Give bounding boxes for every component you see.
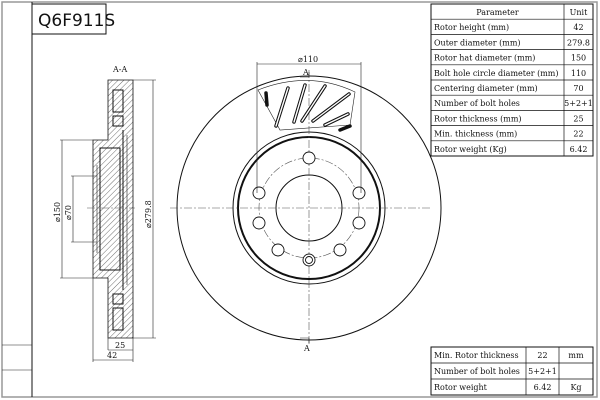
table-border <box>430 346 594 396</box>
spec-param: Centering diameter (mm) <box>434 84 538 93</box>
spec-param: Outer diameter (mm) <box>434 38 521 47</box>
spec-param: Rotor thickness (mm) <box>434 114 522 123</box>
section-view: A-A ⌀150 ⌀70 ⌀279.8 25 42 <box>53 65 156 362</box>
cut-label-top: A <box>302 68 309 77</box>
bolt-circle-dim: ⌀110 <box>298 55 318 64</box>
spec-param: Rotor hat diameter (mm) <box>434 54 535 63</box>
cut-arrow-top <box>300 72 310 78</box>
vent-channel <box>112 307 124 331</box>
spec-value: 279.8 <box>567 38 590 47</box>
vent-slot-interiors <box>275 84 350 127</box>
summary-value: 6.42 <box>534 383 552 392</box>
header-unit: Unit <box>570 8 588 17</box>
height-dim: 42 <box>107 351 117 360</box>
bolt-hole <box>271 243 285 257</box>
bolt-hole <box>333 243 347 257</box>
spec-param: Min. thickness (mm) <box>434 130 517 139</box>
vent-cutaway <box>257 80 356 131</box>
spec-param: Bolt hole circle diameter (mm) <box>434 69 559 78</box>
hat-diameter-dim: ⌀150 <box>53 202 62 222</box>
center-diameter-dim: ⌀70 <box>64 205 73 220</box>
summary-param: Number of bolt holes <box>434 367 520 376</box>
summary-param: Min. Rotor thickness <box>434 351 519 360</box>
part-number: Q6F911S <box>38 11 115 31</box>
spec-value: 42 <box>573 23 583 32</box>
vent-channel <box>112 293 124 305</box>
spec-param: Rotor weight (Kg) <box>434 145 507 154</box>
spec-value: 25 <box>573 114 583 123</box>
summary-value: 5+2+1 <box>528 367 557 376</box>
summary-unit: mm <box>568 351 584 360</box>
spec-value: 70 <box>573 84 583 93</box>
outer-diameter-dim: ⌀279.8 <box>144 200 153 228</box>
front-view: ⌀110 A A <box>170 55 442 353</box>
spec-value: 110 <box>571 69 586 78</box>
vent-channel <box>112 115 124 127</box>
bolt-hole <box>252 216 266 230</box>
cut-arrow-bottom <box>300 337 310 343</box>
summary-param: Rotor weight <box>434 383 488 392</box>
spec-param: Number of bolt holes <box>434 99 520 108</box>
bolt-hole <box>352 186 366 200</box>
bolt-hole <box>302 151 316 165</box>
thickness-dim: 25 <box>115 341 125 350</box>
spec-param: Rotor height (mm) <box>434 23 509 32</box>
bolt-hole-inner <box>305 256 313 264</box>
summary-value: 22 <box>537 351 547 360</box>
header-parameter: Parameter <box>476 8 519 17</box>
spec-value: 6.42 <box>570 145 588 154</box>
spec-value: 5+2+1 <box>564 99 593 108</box>
section-label: A-A <box>112 65 127 74</box>
bolt-hole <box>352 216 366 230</box>
vent-slots <box>264 83 352 132</box>
spec-value: 150 <box>571 54 586 63</box>
hat-cavity <box>99 147 121 271</box>
summary-unit: Kg <box>570 383 581 392</box>
bolt-holes <box>252 151 366 267</box>
title-box <box>31 3 107 35</box>
bolt-hole <box>252 186 266 200</box>
spec-value: 22 <box>573 130 583 139</box>
vent-channel <box>112 89 124 113</box>
cut-label-bottom: A <box>303 344 310 353</box>
